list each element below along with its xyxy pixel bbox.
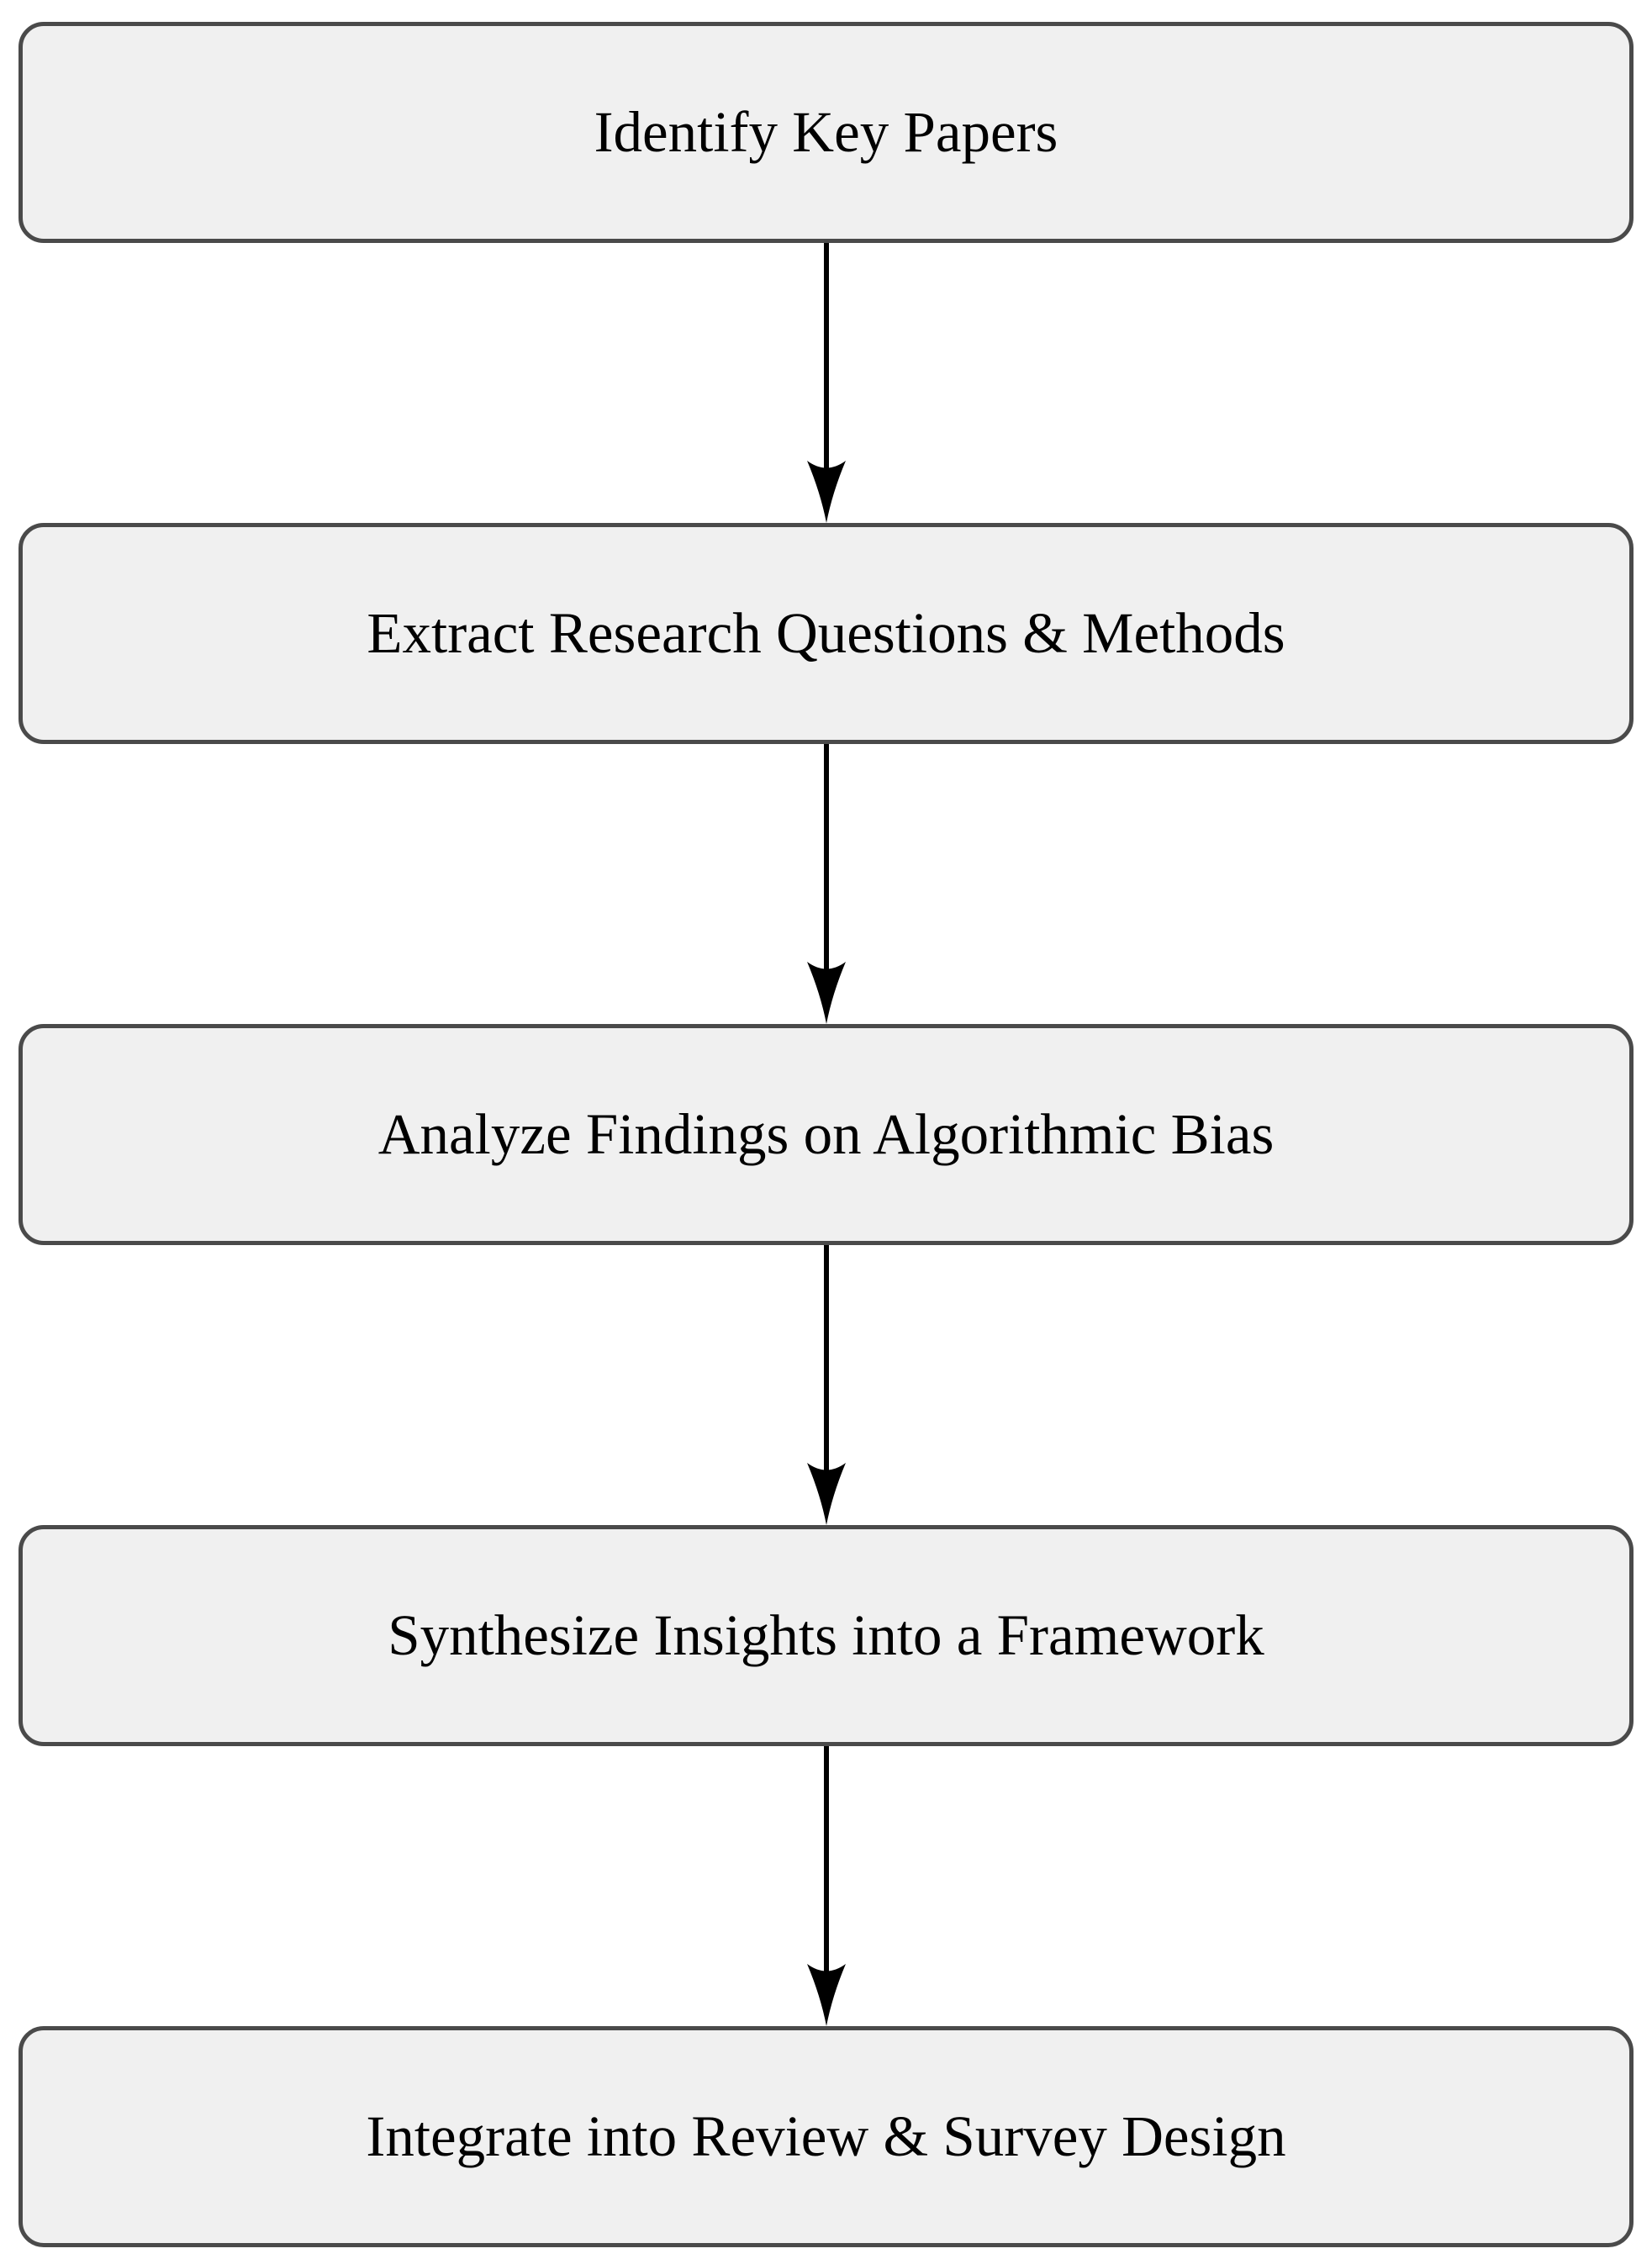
edge-extract-to-analyze [18, 744, 1634, 1024]
down-arrow-icon [806, 1245, 846, 1525]
edge-synthesize-to-integrate [18, 1746, 1634, 2026]
node-label: Synthesize Insights into a Framework [388, 1602, 1264, 1667]
node-extract-research-questions-methods: Extract Research Questions & Methods [18, 523, 1634, 744]
node-integrate-review-survey-design: Integrate into Review & Survey Design [18, 2026, 1634, 2247]
node-synthesize-insights-framework: Synthesize Insights into a Framework [18, 1525, 1634, 1746]
node-label: Integrate into Review & Survey Design [366, 2103, 1286, 2168]
down-arrow-icon [806, 243, 846, 523]
arrow-head [806, 962, 846, 1024]
node-identify-key-papers: Identify Key Papers [18, 22, 1634, 243]
node-analyze-findings-algorithmic-bias: Analyze Findings on Algorithmic Bias [18, 1024, 1634, 1245]
down-arrow-icon [806, 1746, 846, 2026]
edge-analyze-to-synthesize [18, 1245, 1634, 1525]
edge-identify-to-extract [18, 243, 1634, 523]
node-label: Analyze Findings on Algorithmic Bias [377, 1101, 1275, 1166]
node-label: Identify Key Papers [594, 99, 1058, 164]
arrow-head [806, 461, 846, 523]
arrow-head [806, 1964, 846, 2026]
node-label: Extract Research Questions & Methods [367, 600, 1285, 665]
down-arrow-icon [806, 744, 846, 1024]
arrow-head [806, 1463, 846, 1525]
